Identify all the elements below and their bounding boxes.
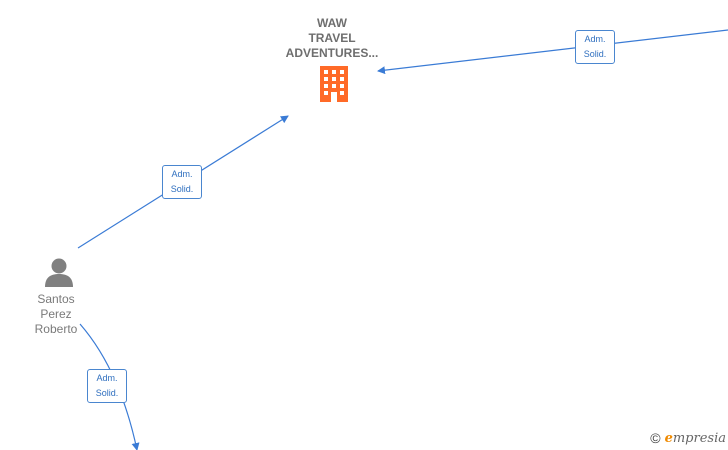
edge-label-right-to-company[interactable]: Adm. Solid.	[575, 30, 615, 64]
building-icon[interactable]	[318, 66, 350, 102]
edge-label-person-to-company[interactable]: Adm. Solid.	[162, 165, 202, 199]
edge-label-line-1: Adm.	[584, 34, 606, 44]
edge-right-to-company[interactable]	[377, 29, 728, 75]
company-name-line-2: TRAVEL	[308, 31, 356, 45]
person-name[interactable]: Santos Perez Roberto	[16, 292, 96, 337]
person-name-line-1: Santos	[37, 292, 75, 306]
edge-label-line-2: Solid.	[95, 388, 119, 398]
edge-label-line-1: Adm.	[171, 169, 193, 179]
person-icon[interactable]	[43, 256, 75, 288]
edge-label-line-2: Solid.	[583, 49, 607, 59]
edge-label-person-to-bottom[interactable]: Adm. Solid.	[87, 369, 127, 403]
company-name[interactable]: WAW TRAVEL ADVENTURES...	[272, 16, 392, 61]
empresia-logo: empresia	[664, 430, 726, 446]
copyright-symbol: ©	[650, 430, 661, 446]
empresia-watermark: © empresia	[650, 430, 726, 446]
company-name-line-1: WAW	[317, 16, 347, 30]
person-name-line-3: Roberto	[34, 322, 78, 336]
edge-label-line-2: Solid.	[170, 184, 194, 194]
edge-label-line-1: Adm.	[96, 373, 118, 383]
person-name-line-2: Perez	[40, 307, 72, 321]
company-name-line-3: ADVENTURES...	[285, 46, 379, 60]
